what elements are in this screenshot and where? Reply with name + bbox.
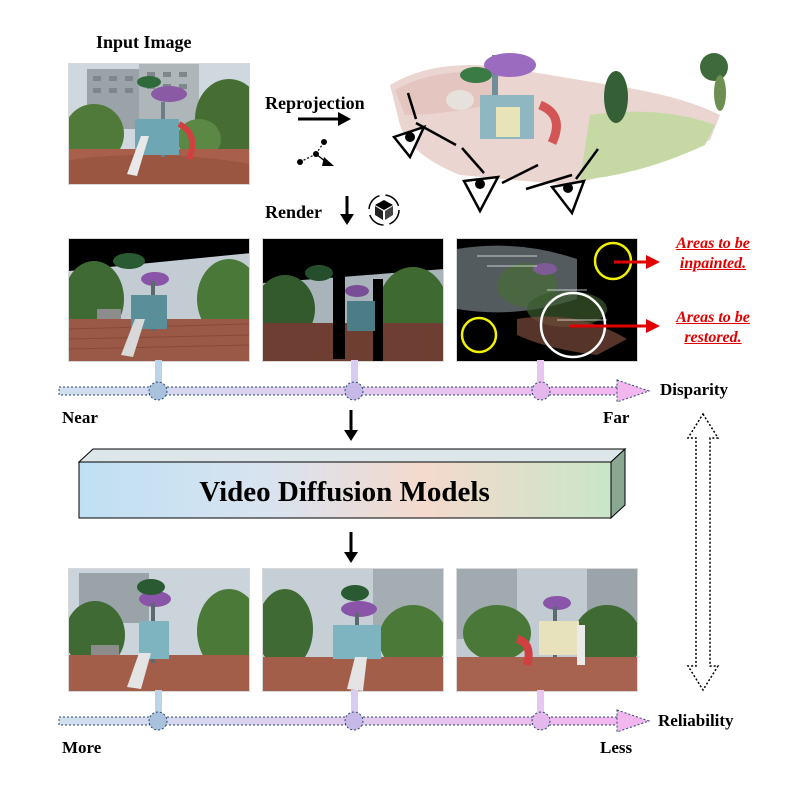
inpaint-annotation-line-1: Areas to be	[676, 235, 750, 252]
output-view-far	[456, 568, 638, 692]
inpaint-circle-bottom	[460, 316, 498, 354]
output-view-near	[68, 568, 250, 692]
reliability-label: Reliability	[658, 711, 734, 730]
camera-frustum-icon	[391, 124, 427, 160]
camera-frustum-icon	[462, 175, 501, 214]
camera-frustum-icon	[549, 179, 586, 216]
input-image-picture	[69, 64, 249, 184]
reprojection-label: Reprojection	[265, 93, 365, 113]
to-model-arrow	[344, 410, 358, 441]
restore-annotation-line-2: restored.	[684, 329, 742, 346]
restore-annotation-line-1: Areas to be	[676, 309, 750, 326]
restore-annotation: Areas to be restored.	[658, 308, 768, 348]
inpaint-annotation-line-2: inpainted.	[679, 255, 747, 272]
near-label: Near	[62, 408, 98, 427]
render-label: Render	[265, 202, 322, 222]
camera-path-icon	[297, 139, 334, 166]
input-image	[68, 63, 250, 185]
render-arrow	[340, 196, 354, 225]
disparity-label: Disparity	[660, 380, 728, 399]
to-output-arrow	[344, 532, 358, 563]
far-label: Far	[603, 408, 630, 427]
disparity-reliability-double-arrow	[686, 412, 720, 692]
inpaint-arrow	[614, 255, 660, 269]
reliability-axis	[58, 690, 651, 733]
point-cloud-reprojection	[390, 53, 728, 216]
rendered-view-mid	[262, 238, 444, 362]
rendered-view-near	[68, 238, 250, 362]
less-label: Less	[600, 738, 633, 757]
cube-render-icon	[368, 194, 400, 226]
input-image-label: Input Image	[96, 32, 192, 52]
inpaint-annotation: Areas to be inpainted.	[658, 234, 768, 274]
model-title: Video Diffusion Models	[199, 476, 490, 508]
rendered-view-far	[456, 238, 638, 362]
disparity-axis	[58, 360, 651, 403]
video-diffusion-model-block	[78, 448, 627, 520]
more-label: More	[62, 738, 102, 757]
restore-arrow	[570, 319, 660, 333]
output-view-mid	[262, 568, 444, 692]
reprojection-arrow	[298, 112, 351, 126]
